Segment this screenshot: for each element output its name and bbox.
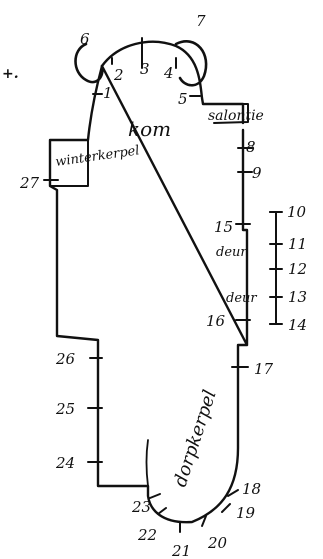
label-deur-left: deur [216,245,247,260]
stop-21: 21 [171,542,191,559]
label-kom: kom [128,117,171,141]
inner-bulge [147,440,149,486]
stop-19: 19 [236,504,256,522]
stop-24: 24 [55,454,75,472]
stop-14: 14 [288,316,307,334]
stop-11: 11 [288,235,307,253]
stop-1: 1 [103,84,113,102]
label-dorpkerpel: dorpkerpel [170,387,221,489]
stop-23: 23 [131,498,151,516]
stop-5: 5 [178,90,188,108]
stop-17: 17 [254,360,274,378]
stop-9: 9 [252,164,262,182]
stop-25: 25 [55,400,75,418]
stop-4: 4 [163,64,174,82]
stop-15: 15 [214,218,233,236]
stop-26: 26 [55,350,76,368]
stop-22: 22 [137,526,157,544]
stop-12: 12 [288,260,307,278]
label-salontie: salontie [208,108,264,124]
stop-10: 10 [287,203,307,221]
stop-3: 3 [140,60,150,78]
stop-6: 6 [80,30,90,48]
corner-mark: +. [2,66,19,82]
stop-18: 18 [242,480,261,498]
stop-2: 2 [113,66,124,84]
stop-27: 27 [19,174,40,192]
stop-numbers: 6 7 1 2 3 4 5 27 8 9 15 10 11 12 13 14 1… [19,12,307,559]
stop-13: 13 [288,288,307,306]
label-winterkerpel: winterkerpel [54,143,140,170]
stop-16: 16 [206,312,226,330]
stop-7: 7 [196,12,206,30]
stop-8: 8 [246,138,256,156]
stop-20: 20 [207,534,228,552]
label-deur-mid: deur [226,291,257,306]
